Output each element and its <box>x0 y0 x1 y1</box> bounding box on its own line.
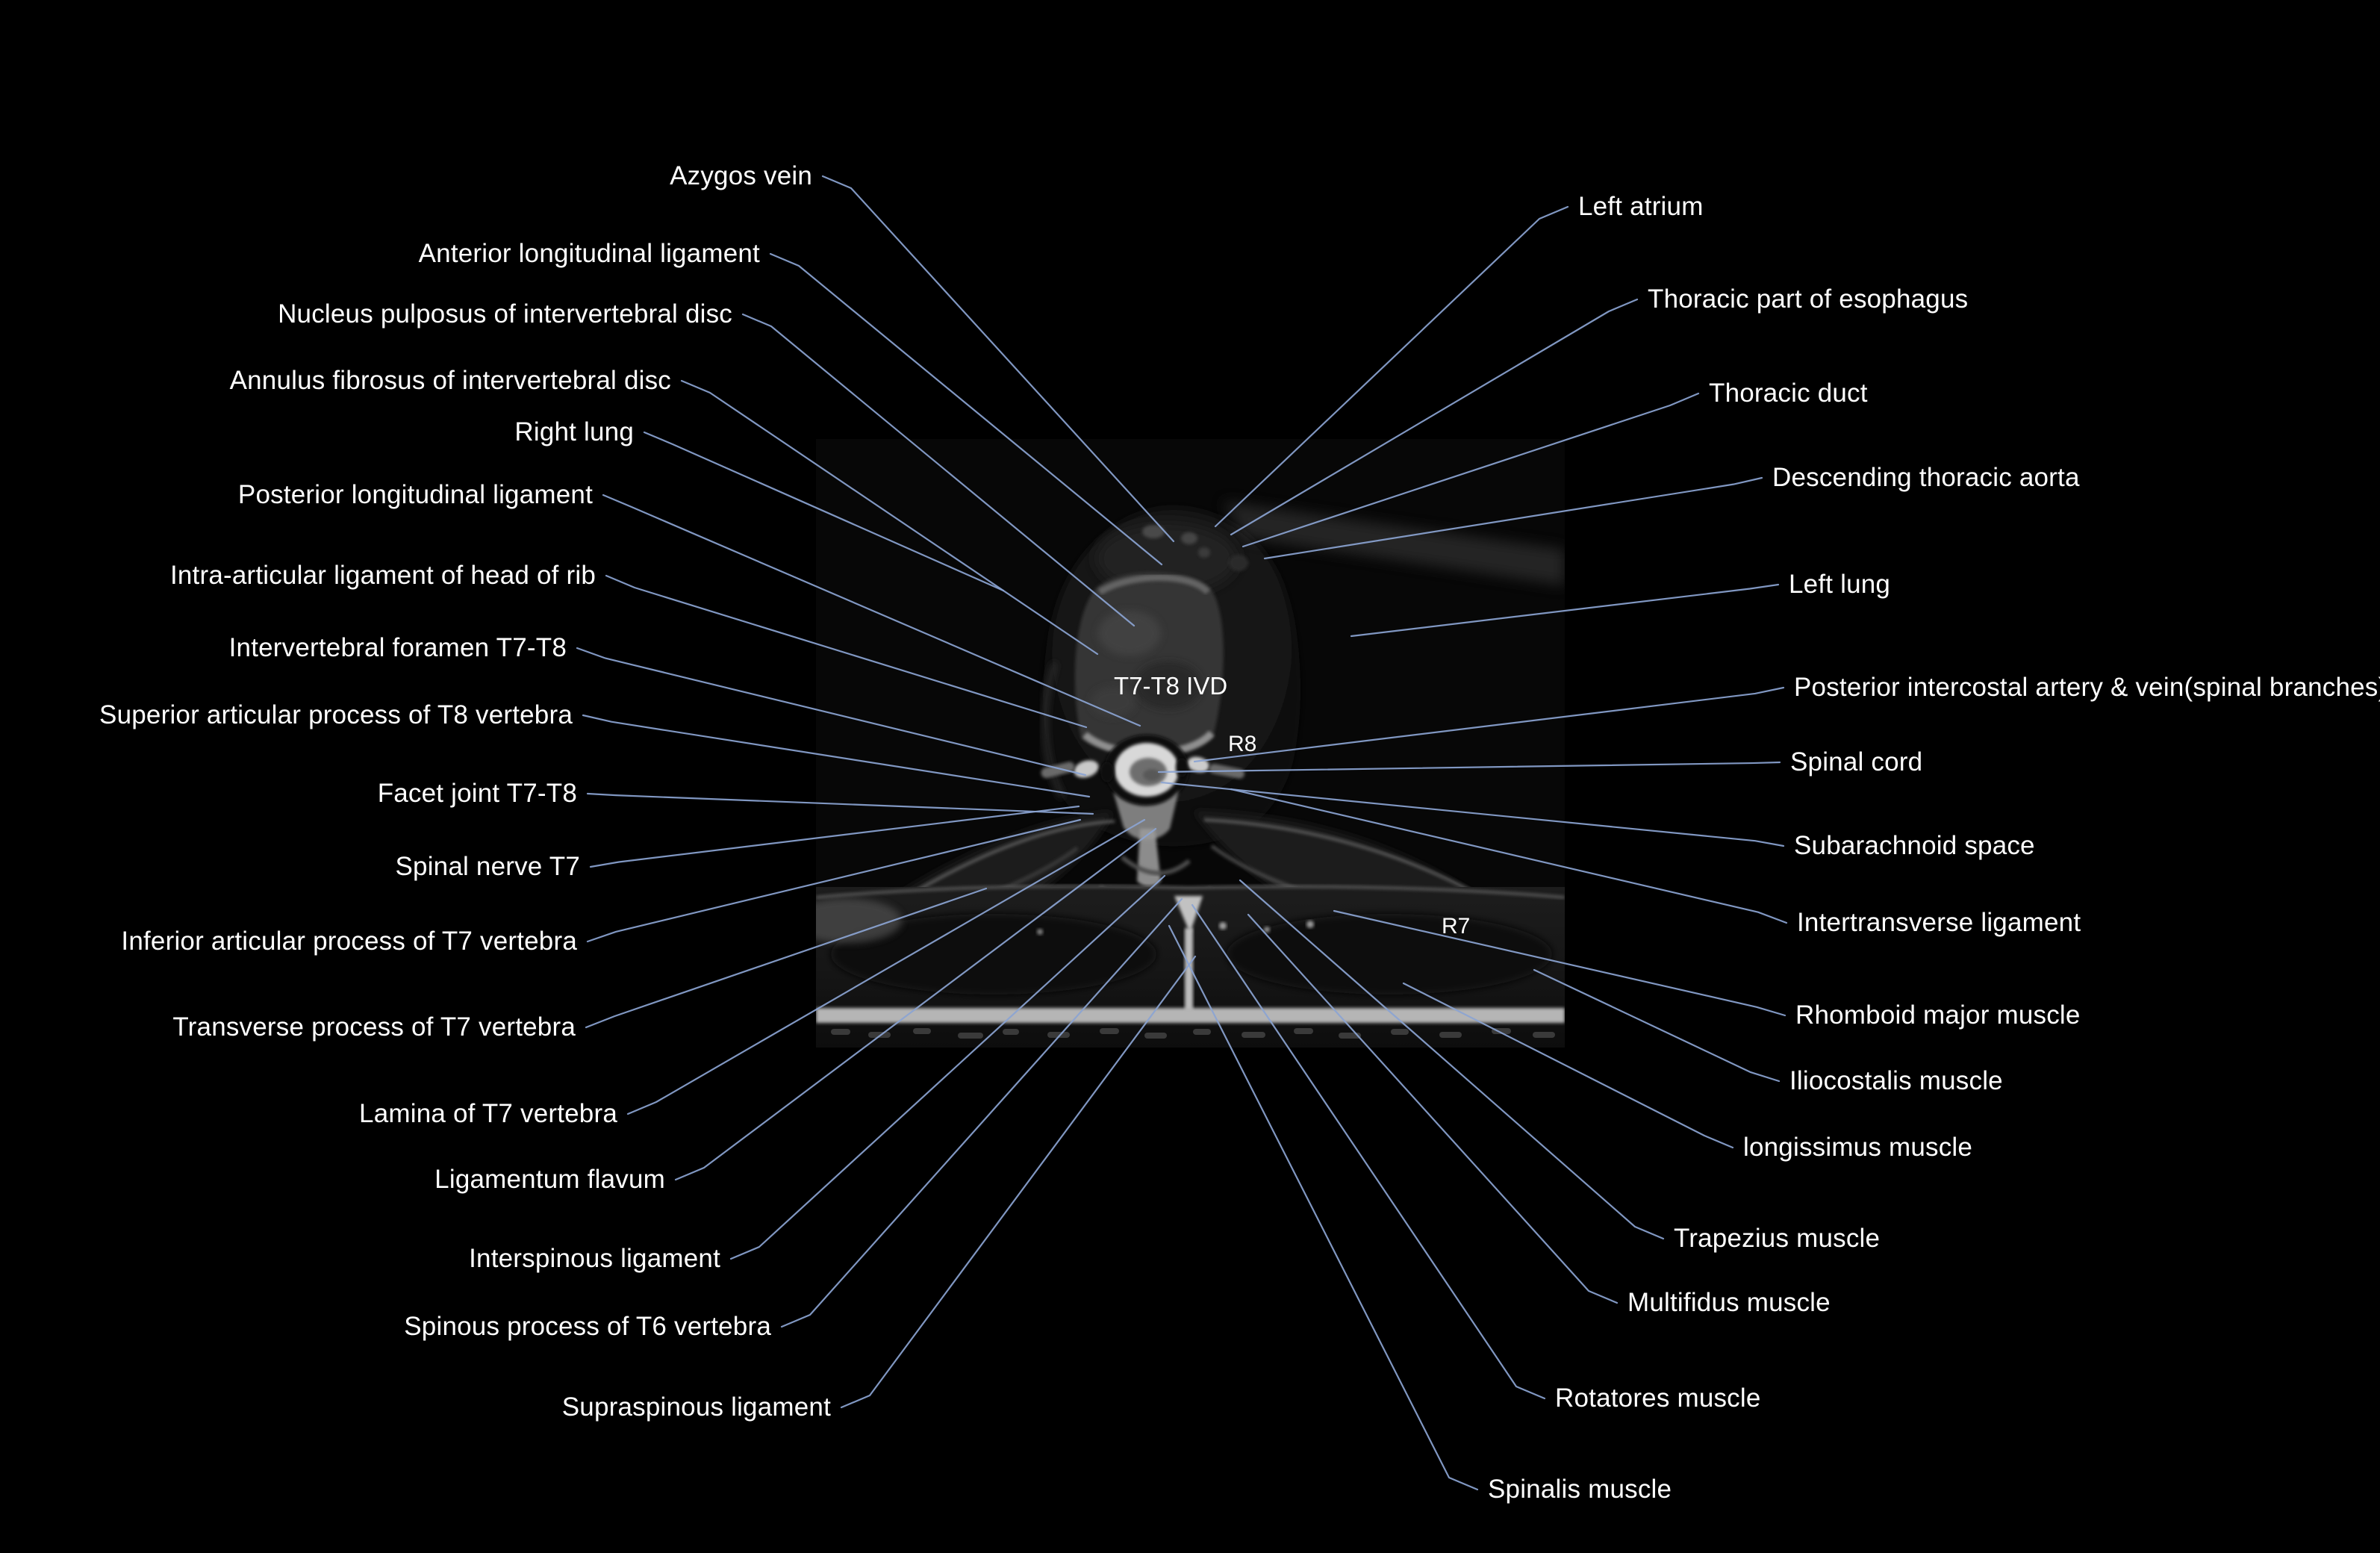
label-left-lung: Left lung <box>1789 569 1891 599</box>
label-rotatores-muscle: Rotatores muscle <box>1555 1383 1761 1413</box>
cord-mottle <box>1143 769 1161 781</box>
label-spinalis-muscle: Spinalis muscle <box>1488 1474 1672 1504</box>
label-supraspinous-ligament: Supraspinous ligament <box>561 1392 831 1422</box>
label-subarachnoid-space: Subarachnoid space <box>1794 830 2035 860</box>
label-anterior-longitudinal-ligament: Anterior longitudinal ligament <box>418 238 760 268</box>
label-spinal-nerve-t7: Spinal nerve T7 <box>395 851 580 881</box>
label-longissimus-muscle: longissimus muscle <box>1743 1132 1973 1162</box>
esophagus-spot <box>1198 547 1210 558</box>
aorta-spot <box>1229 555 1248 571</box>
label-inferior-articular-process-of-t7-vertebra: Inferior articular process of T7 vertebr… <box>121 926 577 956</box>
label-thoracic-part-of-esophagus: Thoracic part of esophagus <box>1648 284 1969 314</box>
label-facet-joint-t7-t8: Facet joint T7-T8 <box>377 778 577 808</box>
label-interspinous-ligament: Interspinous ligament <box>469 1243 720 1273</box>
label-transverse-process-of-t7-vertebra: Transverse process of T7 vertebra <box>172 1012 576 1042</box>
label-multifidus-muscle: Multifidus muscle <box>1627 1287 1831 1317</box>
disc-mottle-2 <box>1135 662 1202 709</box>
costo-gap-left <box>1100 762 1114 782</box>
label-intervertebral-foramen-t7-t8: Intervertebral foramen T7-T8 <box>228 632 567 662</box>
label-azygos-vein: Azygos vein <box>670 161 812 190</box>
trachea-spot <box>1181 532 1197 544</box>
label-posterior-longitudinal-ligament: Posterior longitudinal ligament <box>237 479 593 509</box>
label-left-atrium: Left atrium <box>1578 191 1704 221</box>
label-trapezius-muscle: Trapezius muscle <box>1674 1223 1881 1253</box>
label-ligamentum-flavum: Ligamentum flavum <box>434 1164 665 1194</box>
label-superior-articular-process-of-t8-vertebra: Superior articular process of T8 vertebr… <box>99 700 573 729</box>
label-nucleus-pulposus-of-intervertebral-disc: Nucleus pulposus of intervertebral disc <box>278 299 732 329</box>
label-posterior-intercostal-artery-vein-spinal-branches: Posterior intercostal artery & vein(spin… <box>1794 672 2380 702</box>
label-rhomboid-major-muscle: Rhomboid major muscle <box>1795 1000 2081 1030</box>
label-lamina-of-t7-vertebra: Lamina of T7 vertebra <box>359 1098 617 1128</box>
label-descending-thoracic-aorta: Descending thoracic aorta <box>1772 462 2080 492</box>
label-spinal-cord: Spinal cord <box>1790 747 1923 776</box>
label-spinous-process-of-t6-vertebra: Spinous process of T6 vertebra <box>404 1311 771 1341</box>
label-intertransverse-ligament: Intertransverse ligament <box>1797 907 2081 937</box>
label-intra-articular-ligament-of-head-of-rib: Intra-articular ligament of head of rib <box>169 560 596 590</box>
label-annulus-fibrosus-of-intervertebral-disc: Annulus fibrosus of intervertebral disc <box>229 365 671 395</box>
label-iliocostalis-muscle: Iliocostalis muscle <box>1789 1065 2003 1095</box>
label-thoracic-duct: Thoracic duct <box>1709 378 1868 408</box>
label-right-lung: Right lung <box>514 417 634 446</box>
